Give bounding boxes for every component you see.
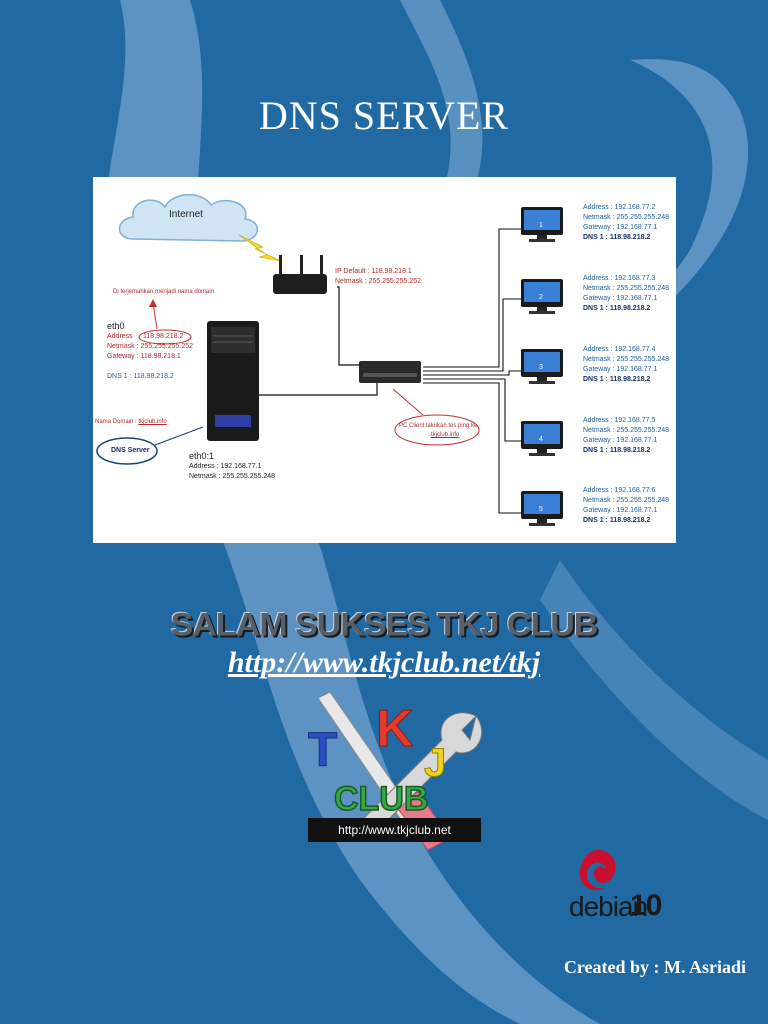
client-netmask: Netmask : 255.255.255.248 [583,427,670,434]
logo-url-banner: http://www.tkjclub.net [308,818,481,842]
client-gateway: Gateway : 192.168.77.1 [583,366,658,373]
client-dns: DNS 1 : 118.98.218.2 [583,234,651,241]
salam-heading: SALAM SUKSES TKJ CLUB [170,606,599,644]
client-address: Address : 192.168.77.3 [583,275,656,282]
client-monitor-icons [521,207,563,526]
dns-server-label: DNS Server [111,447,150,454]
logo-letter-j: J [424,741,446,785]
switch-icon [359,361,421,383]
website-link[interactable]: http://www.tkjclub.net/tkj [227,646,541,679]
client-address: Address : 192.168.77.2 [583,204,656,211]
client-netmask: Netmask : 255.255.255.248 [583,285,670,292]
client-dns: DNS 1 : 118.98.218.2 [583,517,651,524]
router-netmask: Netmask : 255.255.255.252 [335,278,422,285]
client-number: 4 [539,436,543,443]
client-netmask: Netmask : 255.255.255.248 [583,356,670,363]
ping-note-line1: PC Client lakukan tes ping ke [399,423,478,429]
debian-version: 10 [630,889,662,922]
client-address: Address : 192.168.77.6 [583,487,656,494]
client-number: 2 [539,294,543,301]
client-number: 1 [539,222,543,229]
client-dns: DNS 1 : 118.98.218.2 [583,447,651,454]
domain-note: Nama Domain : tkjclub.info [95,417,167,427]
ping-note-line2: tkjclub.info [431,432,460,438]
client-dns: DNS 1 : 118.98.218.2 [583,305,651,312]
lightning-icon [238,234,282,262]
tkjclub-logo: T K J CLUB [308,691,482,851]
eth0-gateway: Gateway : 118.98.218.1 [107,353,181,360]
client-address: Address : 192.168.77.5 [583,417,656,424]
client-netmask: Netmask : 255.255.255.248 [583,497,670,504]
logo-letter-t: T [308,724,337,777]
internet-label: Internet [169,209,203,220]
client-gateway: Gateway : 192.168.77.1 [583,295,658,302]
client-address: Address : 192.168.77.4 [583,346,656,353]
eth0-netmask: Netmask : 255.255.255.252 [107,343,194,350]
eth01-label: eth0:1 [189,451,215,461]
domain-note-prefix: Nama Domain : [95,419,139,425]
client-gateway: Gateway : 192.168.77.1 [583,507,658,514]
client-gateway: Gateway : 192.168.77.1 [583,224,658,231]
client-number: 3 [539,364,543,371]
server-tower-icon [207,321,259,441]
eth0-label: eth0 [107,321,125,331]
eth01-netmask: Netmask : 255.255.255.248 [189,473,276,480]
client-gateway: Gateway : 192.168.77.1 [583,437,658,444]
debian-swirl-icon [579,850,616,890]
translate-note: Di terjemahkan menjadi nama domain [113,289,215,295]
wrench-icon [355,712,482,839]
router-ip-default: IP Default : 118.98.218.1 [335,268,412,275]
domain-note-domain: tkjclub.info [138,419,167,425]
eth0-address-value: 118.98.218.2 [143,333,184,340]
logo-club-text: CLUB [334,780,428,818]
network-diagram: Internet IP Default : 118.98.218.1 Netma… [93,177,676,543]
client-netmask: Netmask : 255.255.255.248 [583,214,670,221]
page-title: DNS SERVER [258,93,510,138]
router-icon [273,255,327,294]
eth0-address-key: Address [107,333,133,340]
debian-wordmark: debian [569,891,648,922]
client-dns: DNS 1 : 118.98.218.2 [583,376,651,383]
diagram-drawing [96,194,563,526]
client-number: 5 [539,506,543,513]
eth0-dns: DNS 1 : 118.98.218.2 [107,373,174,380]
created-by: Created by : M. Asriadi [563,957,746,977]
logo-letter-k: K [376,700,414,758]
eth01-address: Address : 192.168.77.1 [189,463,262,470]
cloud-icon [118,194,258,242]
